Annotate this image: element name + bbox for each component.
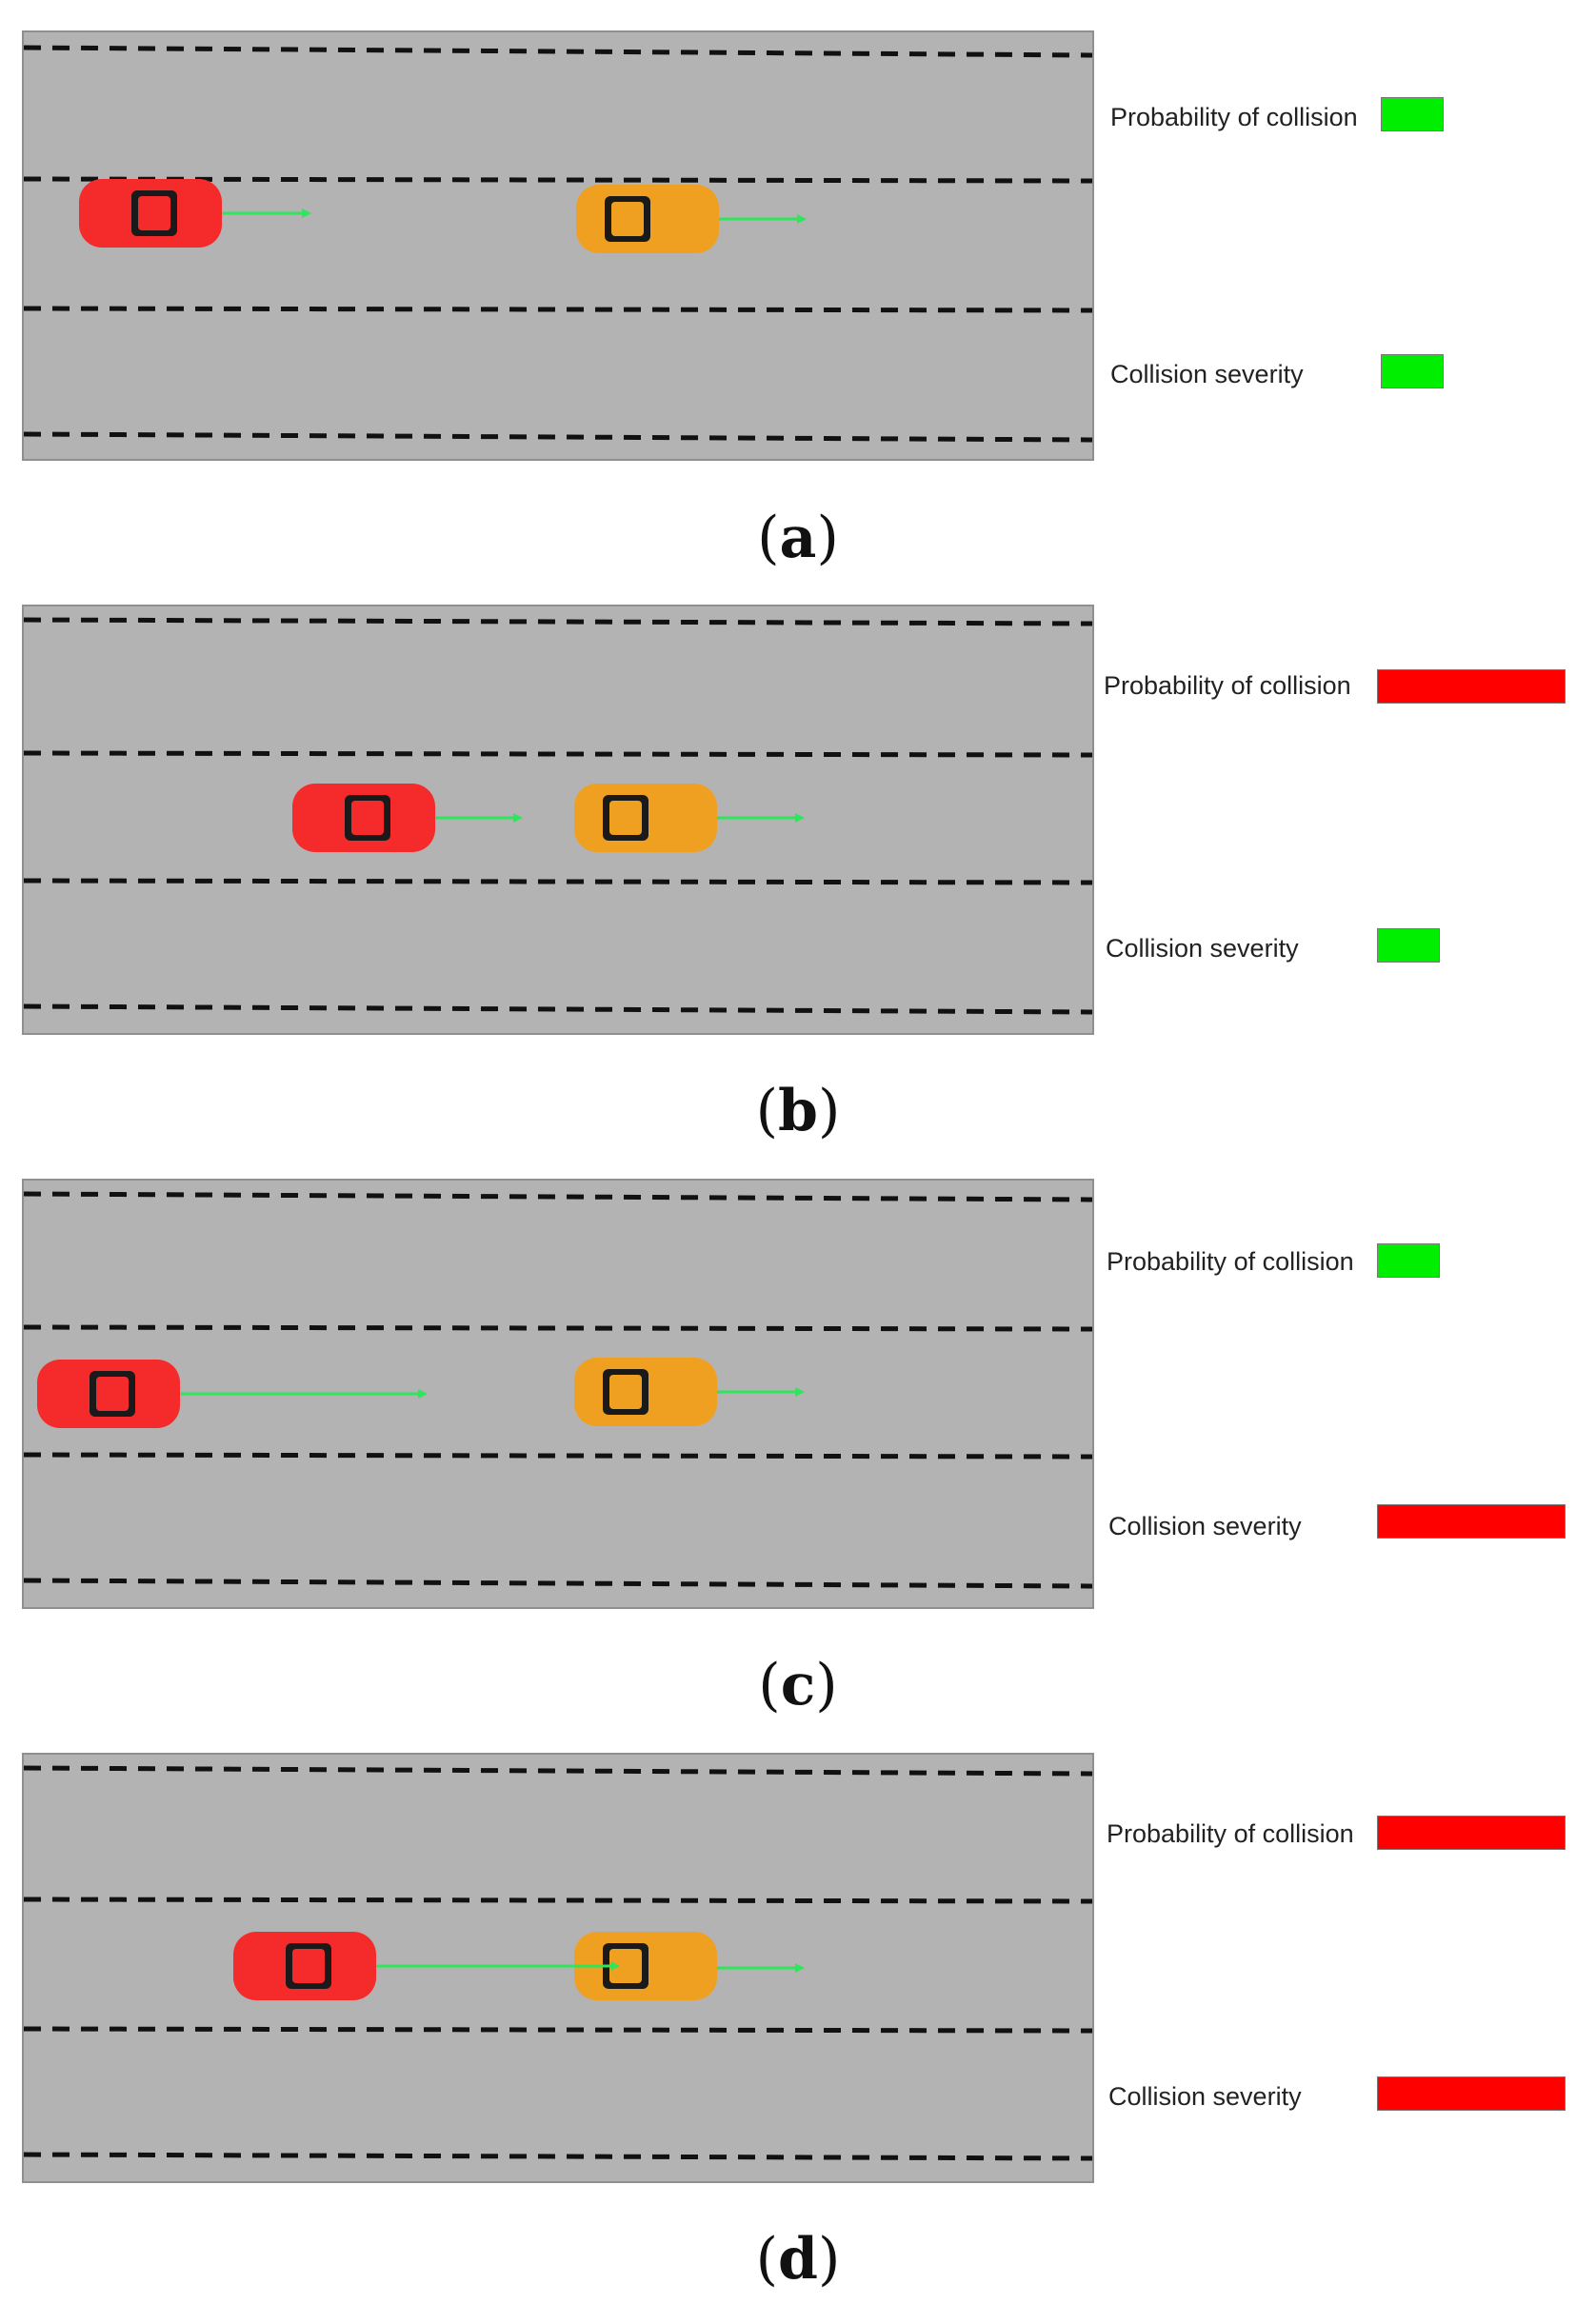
road bbox=[22, 605, 1094, 1035]
caption-open: ( bbox=[755, 2226, 779, 2293]
ego-car bbox=[292, 784, 435, 852]
caption-open: ( bbox=[758, 1652, 781, 1718]
ego-velocity-vector bbox=[376, 1961, 620, 1971]
road-scene bbox=[24, 1191, 1092, 1589]
caption-close: ) bbox=[815, 1652, 838, 1718]
caption-close: ) bbox=[817, 2226, 841, 2293]
lead-velocity-vector bbox=[717, 1963, 805, 1973]
road-scene bbox=[24, 617, 1092, 1015]
panel-d-caption: (d) bbox=[0, 2226, 1596, 2293]
panel-c: Probability of collision Collision sever… bbox=[0, 1179, 1596, 1750]
lane-markings bbox=[24, 1765, 1092, 2161]
road bbox=[22, 1753, 1094, 2183]
caption-letter: b bbox=[778, 1078, 818, 1144]
lead-velocity-vector bbox=[717, 813, 805, 823]
severity-indicator bbox=[1377, 2076, 1566, 2111]
caption-letter: a bbox=[779, 505, 817, 571]
caption-close: ) bbox=[817, 1078, 841, 1144]
caption-letter: d bbox=[778, 2226, 818, 2293]
ego-car bbox=[37, 1360, 180, 1428]
probability-label: Probability of collision bbox=[1107, 1819, 1354, 1848]
caption-open: ( bbox=[755, 1078, 779, 1144]
lead-car bbox=[576, 185, 719, 253]
probability-indicator bbox=[1377, 1243, 1440, 1278]
severity-indicator bbox=[1381, 354, 1444, 388]
road-scene bbox=[24, 45, 1092, 443]
lead-car bbox=[574, 784, 717, 852]
panel-a-caption: (a) bbox=[0, 505, 1596, 571]
lane-markings bbox=[24, 617, 1092, 1015]
panel-d: Probability of collision Collision sever… bbox=[0, 1753, 1596, 2324]
severity-indicator bbox=[1377, 1504, 1566, 1539]
caption-letter: c bbox=[780, 1652, 816, 1718]
lead-car bbox=[574, 1358, 717, 1426]
probability-label: Probability of collision bbox=[1104, 671, 1351, 700]
ego-car bbox=[79, 179, 222, 248]
panel-b: Probability of collision Collision sever… bbox=[0, 605, 1596, 1176]
ego-velocity-vector bbox=[180, 1389, 428, 1399]
ego-velocity-vector bbox=[435, 813, 523, 823]
road-scene bbox=[24, 1765, 1092, 2161]
severity-label: Collision severity bbox=[1108, 2082, 1302, 2111]
probability-indicator bbox=[1377, 1816, 1566, 1850]
probability-indicator bbox=[1377, 669, 1566, 704]
severity-label: Collision severity bbox=[1110, 360, 1304, 388]
lead-car bbox=[574, 1932, 717, 2000]
severity-label: Collision severity bbox=[1106, 934, 1299, 963]
ego-car bbox=[233, 1932, 376, 2000]
severity-label: Collision severity bbox=[1108, 1512, 1302, 1540]
lane-markings bbox=[24, 1191, 1092, 1589]
road bbox=[22, 1179, 1094, 1609]
probability-label: Probability of collision bbox=[1110, 103, 1358, 131]
lead-velocity-vector bbox=[717, 1387, 805, 1397]
road bbox=[22, 30, 1094, 461]
panel-a: Probability of collision Collision sever… bbox=[0, 30, 1596, 602]
panel-c-caption: (c) bbox=[0, 1652, 1596, 1718]
lead-velocity-vector bbox=[719, 214, 807, 224]
probability-label: Probability of collision bbox=[1107, 1247, 1354, 1276]
probability-indicator bbox=[1381, 97, 1444, 131]
caption-close: ) bbox=[816, 505, 839, 571]
severity-indicator bbox=[1377, 928, 1440, 963]
panel-b-caption: (b) bbox=[0, 1078, 1596, 1144]
ego-velocity-vector bbox=[222, 209, 311, 218]
caption-open: ( bbox=[757, 505, 780, 571]
